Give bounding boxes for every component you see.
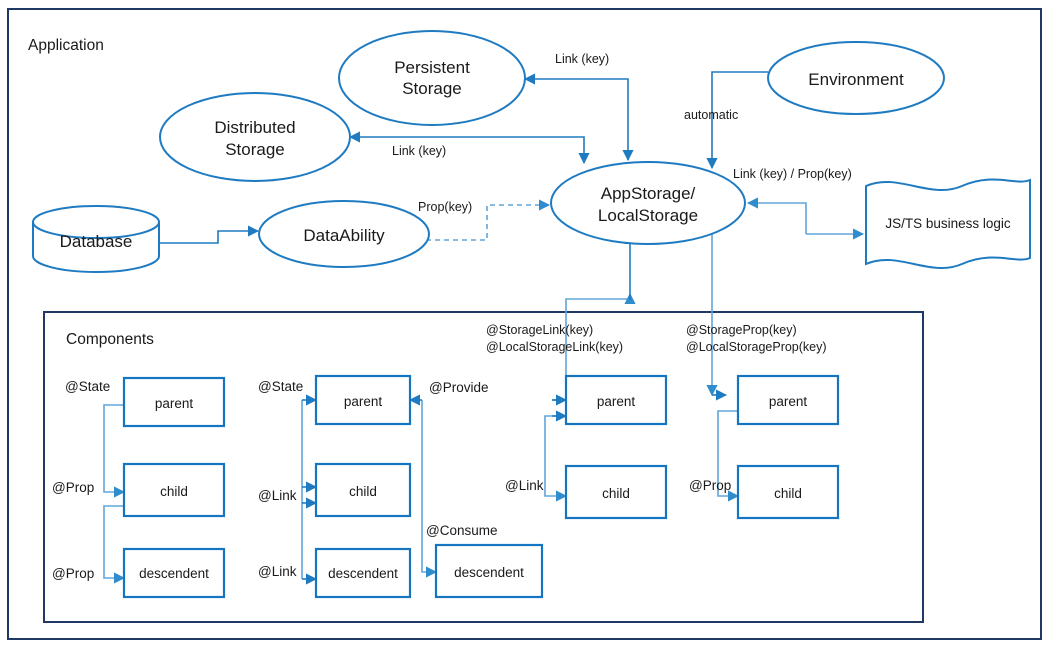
decorator-g2-state: @State <box>258 379 303 394</box>
box-g1-parent-label: parent <box>155 396 194 411</box>
edge-g1-parent-to-child <box>103 404 126 498</box>
decorator-g3-link: @Link <box>505 478 544 493</box>
node-business-logic-label: JS/TS business logic <box>885 216 1011 231</box>
node-appstorage-label-1: AppStorage/ <box>601 184 696 203</box>
node-distributed-storage-label-2: Storage <box>225 140 285 159</box>
box-g2-descendent-label: descendent <box>328 566 398 581</box>
edge-label-local-storage-link: @LocalStorageLink(key) <box>486 340 623 354</box>
decorator-g2-consume: @Consume <box>426 523 497 538</box>
node-business-logic[interactable] <box>865 178 1031 269</box>
node-database[interactable] <box>32 205 160 273</box>
box-g4-child[interactable] <box>736 464 840 520</box>
box-g4-parent[interactable] <box>736 374 840 426</box>
application-frame-label: Application <box>28 37 104 54</box>
node-distributed-storage[interactable] <box>159 92 351 182</box>
node-appstorage-localstorage[interactable] <box>550 161 746 245</box>
edge-label-link-prop-key: Link (key) / Prop(key) <box>733 167 852 181</box>
decorator-g1-state: @State <box>65 379 110 394</box>
box-g4-parent-label: parent <box>769 394 808 409</box>
edge-label-link-key-top: Link (key) <box>555 52 609 66</box>
box-g3-parent-label: parent <box>597 394 636 409</box>
box-g1-child[interactable] <box>122 462 226 518</box>
box-g2-descendent[interactable] <box>314 547 412 599</box>
box-g2-child[interactable] <box>314 462 412 518</box>
node-database-label: Database <box>60 232 133 251</box>
decorator-g1-prop-child: @Prop <box>52 480 94 495</box>
decorator-g2-link-child: @Link <box>258 488 297 503</box>
box-g1-child-label: child <box>160 484 188 499</box>
box-g3-child-label: child <box>602 486 630 501</box>
edge-persistent-appstorage <box>523 73 634 162</box>
edge-label-prop-key: Prop(key) <box>418 200 472 214</box>
edge-label-local-storage-prop: @LocalStorageProp(key) <box>686 340 827 354</box>
edge-database-dataability <box>160 225 260 244</box>
node-distributed-storage-label-1: Distributed <box>214 118 295 137</box>
box-g1-parent[interactable] <box>122 376 226 428</box>
edge-g1-child-to-descendent <box>103 505 126 584</box>
box-g2-descendent-consume[interactable] <box>434 543 544 599</box>
box-g4-child-label: child <box>774 486 802 501</box>
decorator-g2-provide: @Provide <box>429 380 488 395</box>
node-dataability-label: DataAbility <box>303 226 385 245</box>
node-environment[interactable] <box>767 41 945 115</box>
box-g3-parent[interactable] <box>564 374 668 426</box>
edge-environment-appstorage <box>706 71 768 170</box>
components-frame-label: Components <box>66 331 154 348</box>
node-dataability[interactable] <box>258 200 430 268</box>
components-frame <box>43 311 924 623</box>
edge-label-automatic: automatic <box>684 108 738 122</box>
box-g2-child-label: child <box>349 484 377 499</box>
node-environment-label: Environment <box>808 70 904 89</box>
node-persistent-storage-label-1: Persistent <box>394 58 470 77</box>
box-g1-descendent-label: descendent <box>139 566 209 581</box>
decorator-g1-prop-descendent: @Prop <box>52 566 94 581</box>
box-g2-parent[interactable] <box>314 374 412 426</box>
node-appstorage-label-2: LocalStorage <box>598 206 698 225</box>
node-persistent-storage[interactable] <box>338 30 526 126</box>
edge-label-storage-link: @StorageLink(key) <box>486 323 593 337</box>
decorator-g4-prop: @Prop <box>689 478 731 493</box>
node-persistent-storage-label-2: Storage <box>402 79 462 98</box>
edge-appstorage-to-businesslogic <box>746 197 807 234</box>
box-g1-descendent[interactable] <box>122 547 226 599</box>
edge-distributed-appstorage <box>348 131 590 165</box>
box-g2-parent-label: parent <box>344 394 383 409</box>
edge-g2-provide-consume-bus <box>421 400 438 578</box>
box-g2-descendent-consume-label: descendent <box>454 565 524 580</box>
edge-label-link-key-left: Link (key) <box>392 144 446 158</box>
edge-dataability-appstorage <box>426 199 551 241</box>
decorator-g2-link-descendent: @Link <box>258 564 297 579</box>
edge-label-storage-prop: @StorageProp(key) <box>686 323 797 337</box>
box-g3-child[interactable] <box>564 464 668 520</box>
edge-g4-parent-to-child <box>717 410 740 502</box>
